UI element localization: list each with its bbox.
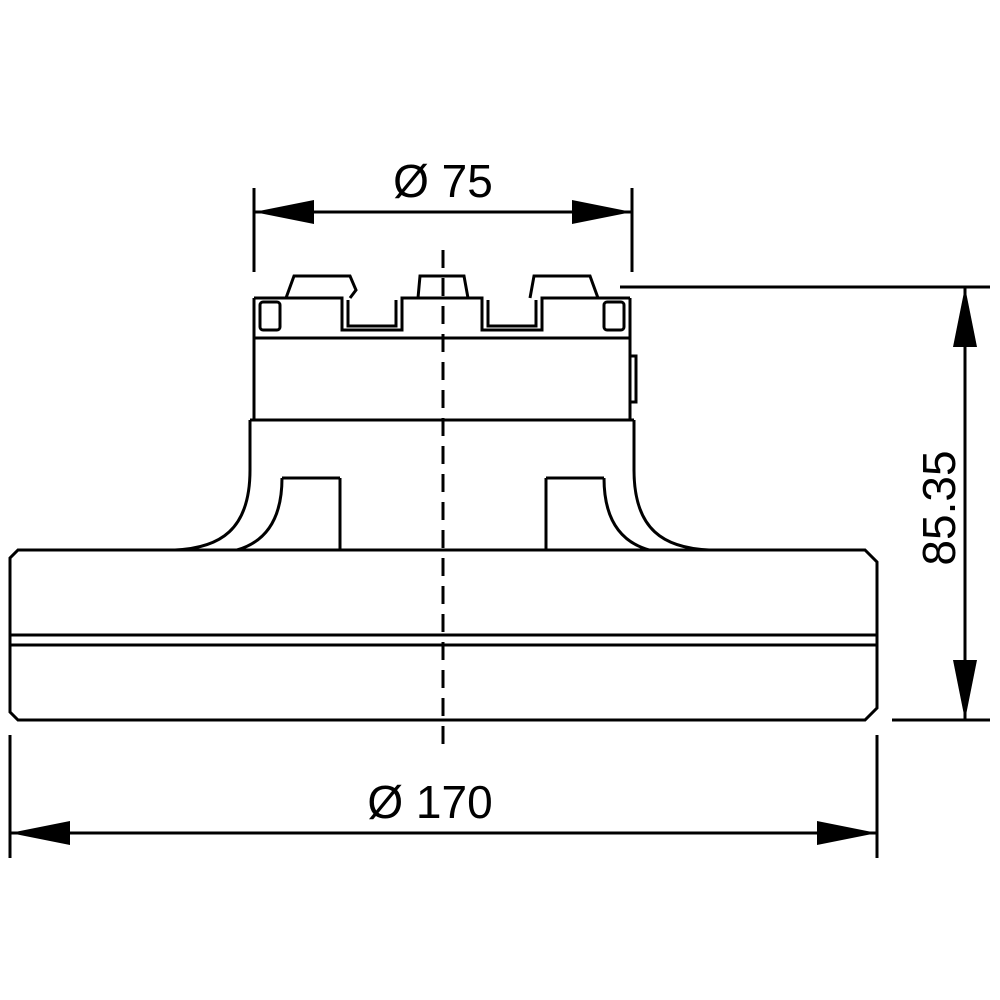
- right-slot-inner: [486, 300, 538, 328]
- height-label: 85.35: [913, 450, 965, 565]
- neck-left-pocket: [236, 476, 342, 552]
- left-tab: [284, 274, 358, 299]
- right-tab: [528, 274, 600, 299]
- base-diameter-label: Ø 170: [367, 776, 492, 828]
- base-outline: [8, 548, 879, 722]
- top-cylinder: [252, 274, 638, 420]
- top-diameter-label: Ø 75: [393, 155, 493, 207]
- dimension-base-diameter: [8, 735, 879, 858]
- dimension-height: [620, 285, 990, 722]
- center-tab: [416, 274, 470, 299]
- neck-right-fillet: [632, 420, 710, 552]
- neck-right-pocket: [544, 476, 650, 552]
- right-edge-notch: [602, 300, 626, 332]
- left-edge-notch: [258, 300, 282, 332]
- dimension-top-diameter: [252, 188, 634, 272]
- side-key: [628, 354, 638, 404]
- neck-left-fillet: [174, 420, 252, 552]
- cylinder-top-profile: [254, 296, 630, 332]
- left-slot-inner: [346, 300, 398, 328]
